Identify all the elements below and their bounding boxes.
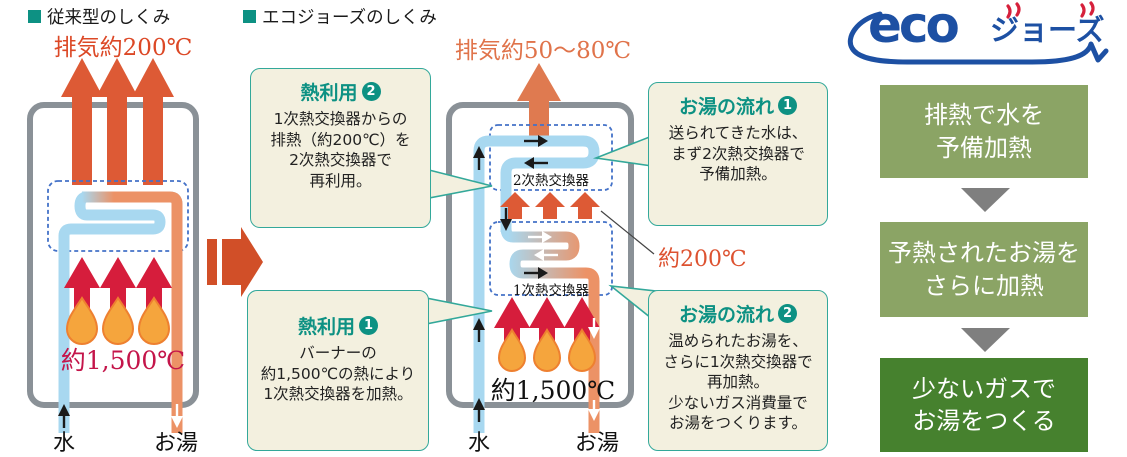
heat-exchanger-zone [47, 180, 189, 252]
callout-title: 熱利用 2 [251, 78, 430, 105]
heading-conventional-label: 従来型のしくみ [47, 8, 171, 28]
callout-heat-use-2: 熱利用 2 1次熱交換器からの 排熱（約200℃）を 2次熱交換器で 再利用。 [250, 68, 431, 228]
heading-square-icon [28, 10, 41, 23]
callout-title: 熱利用 1 [248, 312, 428, 339]
secondary-hx-label: 2次熱交換器 [512, 173, 590, 189]
callout-body: 温められたお湯を、 さらに1次熱交換器で 再加熱。 少ないガス消費量で お湯をつ… [663, 332, 813, 433]
primary-hx-label: 1次熱交換器 [512, 283, 590, 299]
heading-square-icon [243, 10, 256, 23]
flames [497, 328, 597, 372]
callout-water-flow-1: お湯の流れ 1 送られてきた水は、 まず2次熱交換器で 予備加熱。 [648, 82, 828, 226]
eco-inlet-label: 水 [467, 431, 490, 456]
callout-title: お湯の流れ 1 [649, 92, 827, 119]
steam-mark-2 [1080, 1, 1095, 18]
conventional-boiler [27, 58, 199, 433]
flow-step-2-text: 予熱されたお湯を さらに加熱 [888, 239, 1080, 300]
primary-hx-zone [489, 221, 613, 296]
flames [65, 296, 171, 345]
outlet-arrow [171, 404, 183, 428]
inlet-arrow [58, 404, 70, 428]
transition-arrow [207, 227, 263, 297]
eco-boiler [446, 63, 634, 433]
eco-exhaust-temp: 排気約50～80℃ [454, 38, 632, 64]
mid-temp-leader-line [600, 210, 655, 255]
heading-eco: エコジョーズのしくみ [243, 4, 437, 29]
flow-step-1-text: 排熱で水を 予備加熱 [924, 101, 1044, 162]
callout-title-text: 熱利用 [300, 82, 358, 104]
flow-step-connectors [961, 188, 1010, 352]
conventional-outlet-label: お湯 [153, 431, 198, 456]
mid-temp-label: 約200℃ [658, 247, 747, 272]
reused-heat-arrows [500, 192, 600, 219]
flow-step-3: 少ないガスで お湯をつくる [880, 358, 1088, 452]
number-badge: 1 [359, 316, 378, 335]
heading-eco-label: エコジョーズのしくみ [262, 8, 437, 28]
callout-title-text: お湯の流れ [678, 304, 774, 326]
cold-water-pipe [473, 135, 600, 433]
water-pipe [58, 191, 183, 433]
flow-step-3-text: 少ないガスで お湯をつくる [912, 374, 1056, 435]
logo-jozu-text: ジョーズ [990, 13, 1105, 47]
eco-outlet-label: お湯 [574, 431, 619, 456]
heading-conventional: 従来型のしくみ [28, 4, 170, 29]
number-badge: 1 [778, 96, 797, 115]
number-badge: 2 [778, 304, 797, 323]
eco-burner-temp: 約1,500℃ [490, 376, 616, 405]
callout-body: 1次熱交換器からの 排熱（約200℃）を 2次熱交換器で 再利用。 [270, 110, 411, 190]
callout-title-text: 熱利用 [297, 316, 355, 338]
callout-heat-use-1: 熱利用 1 バーナーの 約1,500℃の熱により 1次熱交換器を加熱。 [247, 290, 429, 451]
callout-body: 送られてきた水は、 まず2次熱交換器で 予備加熱。 [668, 124, 808, 184]
exhaust-arrows [61, 58, 174, 185]
steam-mark-1 [1006, 2, 1021, 19]
callout-body: バーナーの 約1,500℃の熱により 1次熱交換器を加熱。 [260, 344, 416, 404]
down-triangle-2 [961, 328, 1010, 352]
logo-swoosh [847, 11, 1109, 65]
callout-title-text: お湯の流れ [678, 96, 774, 118]
logo-eco-text: eco [868, 0, 960, 54]
conventional-burner-temp: 約1,500℃ [60, 346, 186, 375]
exhaust-arrow [517, 63, 561, 139]
conventional-inlet-label: 水 [52, 431, 75, 456]
callout-water-flow-2: お湯の流れ 2 温められたお湯を、 さらに1次熱交換器で 再加熱。 少ないガス消… [648, 290, 828, 451]
flow-step-1: 排熱で水を 予備加熱 [880, 85, 1088, 178]
number-badge: 2 [361, 82, 381, 101]
eco-jozu-logo-graphics [847, 1, 1109, 65]
conventional-exhaust-temp: 排気約200℃ [53, 35, 193, 61]
flow-step-2: 予熱されたお湯を さらに加熱 [880, 222, 1088, 317]
flow-direction-arrows [473, 135, 600, 422]
down-triangle-1 [961, 188, 1010, 212]
callout-title: お湯の流れ 2 [649, 300, 827, 327]
